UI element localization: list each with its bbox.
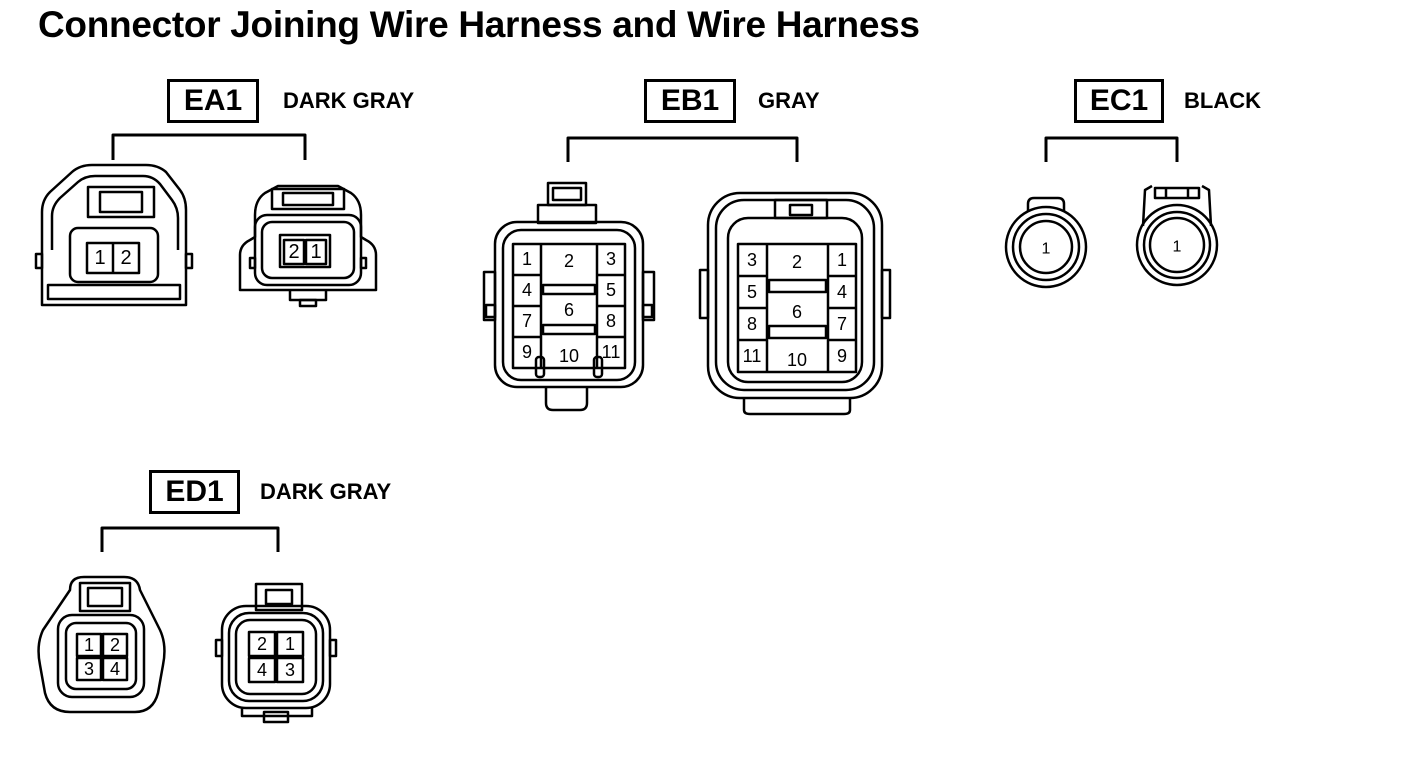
ec1-male-pin-label: 1 xyxy=(1173,239,1182,256)
ed1-female-pin-label: 2 xyxy=(110,635,120,655)
ed1-female-connector xyxy=(37,575,166,714)
eb1-female-pin-label: 8 xyxy=(606,311,616,331)
eb1-code-label: EB1 xyxy=(644,79,736,123)
ec1-male-connector xyxy=(1135,184,1219,287)
ed1-color-label: DARK GRAY xyxy=(260,479,392,504)
ed1-male-pin-label: 1 xyxy=(285,634,295,654)
ea1-color-label: DARK GRAY xyxy=(283,88,415,113)
ec1-female-connector xyxy=(1004,196,1088,289)
eb1-male-pin-label: 2 xyxy=(792,252,802,272)
eb1-male-pin-label: 3 xyxy=(747,250,757,270)
ed1-male-pin-label: 4 xyxy=(257,660,267,680)
ea1-bracket xyxy=(111,133,307,160)
ea1-female-pin-label: 1 xyxy=(94,247,105,269)
ea1-code-label: EA1 xyxy=(167,79,259,123)
eb1-female-pin-label: 2 xyxy=(564,251,574,271)
eb1-female-pin-label: 1 xyxy=(522,249,532,269)
eb1-female-pin-label: 9 xyxy=(522,342,532,362)
eb1-male-pin-label: 11 xyxy=(743,346,762,366)
ed1-male-connector xyxy=(214,582,338,724)
ed1-code-label: ED1 xyxy=(149,470,240,514)
eb1-male-pin-label: 1 xyxy=(837,250,847,270)
eb1-male-pin-label: 6 xyxy=(792,302,802,322)
ed1-female-pin-label: 3 xyxy=(84,659,94,679)
eb1-female-pin-label: 10 xyxy=(559,346,579,366)
ea1-female-pin-label: 2 xyxy=(120,247,131,269)
eb1-bracket xyxy=(566,136,799,162)
ea1-male-pin-label: 2 xyxy=(288,241,299,263)
eb1-female-pin-label: 5 xyxy=(606,280,616,300)
eb1-female-pin-label: 6 xyxy=(564,300,574,320)
ec1-bracket xyxy=(1044,136,1179,162)
eb1-male-pin-label: 10 xyxy=(787,350,807,370)
eb1-female-pin-label: 7 xyxy=(522,311,532,331)
ed1-male-pin-label: 3 xyxy=(285,660,295,680)
eb1-male-pin-label: 7 xyxy=(837,314,847,334)
eb1-male-pin-label: 4 xyxy=(837,282,847,302)
ed1-bracket xyxy=(100,526,280,552)
eb1-male-pin-label: 9 xyxy=(837,346,847,366)
eb1-color-label: GRAY xyxy=(758,88,820,113)
ea1-male-pin-label: 1 xyxy=(310,241,321,263)
ea1-male-connector xyxy=(238,184,378,308)
ed1-male-pin-label: 2 xyxy=(257,634,267,654)
ea1-female-connector xyxy=(34,163,194,307)
ec1-female-pin-label: 1 xyxy=(1042,241,1051,258)
eb1-female-pin-label: 3 xyxy=(606,249,616,269)
eb1-female-pin-label: 11 xyxy=(602,342,621,362)
eb1-male-pin-label: 5 xyxy=(747,282,757,302)
ec1-color-label: BLACK xyxy=(1184,88,1261,113)
ec1-code-label: EC1 xyxy=(1074,79,1164,123)
eb1-male-pin-label: 8 xyxy=(747,314,757,334)
eb1-female-pin-label: 4 xyxy=(522,280,532,300)
page-title: Connector Joining Wire Harness and Wire … xyxy=(38,4,920,45)
eb1-female-connector xyxy=(482,181,656,412)
ed1-female-pin-label: 1 xyxy=(84,635,94,655)
eb1-male-connector xyxy=(698,191,892,416)
ed1-female-pin-label: 4 xyxy=(110,659,120,679)
